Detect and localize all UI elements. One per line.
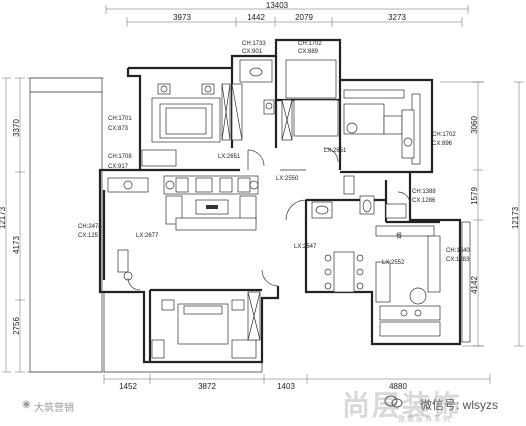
dim-left-seg-2: 4173 bbox=[12, 236, 21, 254]
label-bath-ch: CH:1733 bbox=[242, 41, 266, 47]
label-lx-4: LX:2677 bbox=[136, 233, 159, 239]
label-study-ch: CH:1702 bbox=[432, 132, 456, 138]
label-lowleft-ch: CH:2474 bbox=[78, 224, 102, 230]
label-right-ch: CH:1388 bbox=[412, 189, 436, 195]
dim-right-seg-1: 3060 bbox=[470, 116, 479, 134]
watermark-brand-sub: 整装服务系统 bbox=[398, 416, 452, 423]
dim-right-seg-2: 1579 bbox=[470, 187, 479, 205]
dim-bottom-seg-1: 1452 bbox=[119, 382, 137, 391]
dim-top-seg-1: 3973 bbox=[173, 13, 191, 22]
label-master-ch: CH:1701 bbox=[108, 116, 132, 122]
outer-walls bbox=[29, 38, 471, 373]
dim-bottom-seg-4: 4880 bbox=[389, 382, 407, 391]
label-bath-cx: CX:901 bbox=[242, 49, 263, 55]
living-room-furniture bbox=[107, 175, 259, 281]
right-bath-fixtures bbox=[311, 175, 407, 219]
label-kitchen-ch: CH:1340 bbox=[446, 248, 470, 254]
camera-icon: ◉ bbox=[22, 399, 31, 410]
label-lx-1: LX:2651 bbox=[218, 154, 241, 160]
label-lx-2: LX:2651 bbox=[324, 148, 347, 154]
dim-left-seg-1: 3370 bbox=[12, 119, 21, 137]
dim-top-seg-3: 2079 bbox=[295, 13, 313, 22]
dim-top-seg-4: 3273 bbox=[388, 13, 406, 22]
dim-bottom-seg-3: 1403 bbox=[277, 382, 295, 391]
label-lowleft-cx: CX:125 bbox=[78, 233, 99, 239]
label-room2-cx: CX:889 bbox=[298, 49, 319, 55]
watermark-wechat: 微信号: wlsyzs bbox=[420, 398, 499, 412]
label-kitchen-char: 餐 bbox=[396, 232, 402, 240]
watermark-left: 大筑营销 bbox=[34, 403, 74, 414]
label-left-cx: CX:917 bbox=[108, 164, 129, 170]
label-lx-5: LX:2547 bbox=[294, 244, 317, 250]
dim-left-seg-3: 2756 bbox=[12, 317, 21, 335]
bath-fixtures bbox=[231, 59, 275, 141]
master-bedroom-furniture bbox=[141, 83, 231, 167]
door-swings bbox=[127, 147, 411, 291]
bottom-bedroom-furniture bbox=[151, 291, 261, 359]
dim-right-seg-3: 4142 bbox=[470, 276, 479, 294]
kitchen-dining-furniture bbox=[324, 225, 441, 337]
room-annotations: CH:1701 CX:873 CH:1708 CX:917 CH:2474 CX… bbox=[78, 41, 470, 266]
label-study-cx: CX:896 bbox=[432, 141, 453, 147]
wechat-icon bbox=[384, 395, 403, 408]
label-lx-3: LX:2550 bbox=[276, 176, 299, 182]
room2-furniture bbox=[281, 59, 339, 141]
dim-bottom-seg-2: 3872 bbox=[198, 382, 216, 391]
label-master-cx: CX:873 bbox=[108, 126, 129, 132]
dim-right-total: 12173 bbox=[511, 206, 520, 229]
label-kitchen-cx: CX:1283 bbox=[446, 257, 470, 263]
dim-left-total: 12173 bbox=[0, 206, 7, 229]
dim-top-seg-2: 1442 bbox=[247, 13, 265, 22]
label-lx-6: LX:2552 bbox=[382, 260, 405, 266]
label-right-cx: CX:1286 bbox=[412, 198, 436, 204]
label-room2-ch: CH:1702 bbox=[298, 41, 322, 47]
study-furniture bbox=[343, 89, 415, 159]
dim-top-total: 13403 bbox=[266, 1, 289, 10]
label-left-ch: CH:1708 bbox=[108, 154, 132, 160]
